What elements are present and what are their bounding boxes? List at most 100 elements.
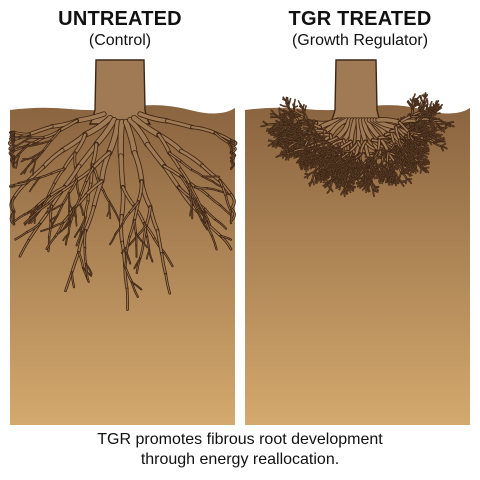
untreated-root-3-branch [24, 213, 36, 224]
treated-root-6-branch-branch [323, 163, 327, 167]
treated-root-6-branch-branch-branch [313, 147, 317, 150]
treated-root-2-branch-branch-branch [304, 105, 307, 110]
treated-root-9-branch-branch [365, 182, 369, 186]
treated-root-4-branch-branch-branch [302, 136, 307, 138]
treated-root-8-branch-branch-branch [332, 149, 336, 152]
treated-root-7-branch-branch [317, 150, 321, 152]
untreated-root-9-branch [214, 132, 230, 144]
untreated-subtitle: (Control) [88, 32, 152, 49]
treated-root-6-branch-branch-branch [317, 134, 320, 139]
untreated-root-2-branch [48, 186, 66, 197]
treated-root-9-branch-branch [374, 186, 379, 188]
treated-root-5-branch-branch [301, 156, 306, 159]
treated-root-8-branch-branch [326, 162, 331, 164]
untreated-root-5 [165, 273, 171, 294]
untreated-root-7 [179, 149, 204, 167]
untreated-root-5-branch [139, 242, 144, 259]
treated-root-1-branch-branch [287, 98, 289, 103]
treated-root-2-branch-branch-branch [290, 112, 294, 116]
untreated-root-7-branch-branch [191, 169, 204, 177]
treated-root-6-branch-branch [310, 155, 313, 160]
untreated-root-1 [41, 149, 64, 169]
treated-root-9-branch-branch [368, 179, 372, 183]
untreated-root-2-branch [26, 223, 40, 233]
treated-root-1-branch-branch [279, 107, 283, 111]
untreated-root-5-branch-branch-branch [141, 240, 148, 248]
untreated-root-2-branch-branch [80, 217, 86, 229]
treated-root-2-branch-branch [275, 128, 280, 130]
treated-trunk [328, 59, 384, 125]
treated-root-4-branch-branch [303, 116, 306, 121]
treated-root-6-branch-branch-branch [315, 141, 320, 143]
untreated-title: UNTREATED [58, 8, 182, 30]
untreated-root-3-branch-branch [85, 263, 92, 274]
untreated-root-7-branch [196, 198, 205, 213]
treated-root-2-branch-branch [285, 113, 289, 116]
treated-root-9-branch-branch [365, 186, 367, 191]
treated-root-5-branch-branch [302, 150, 307, 154]
untreated-root-8-branch-branch-branch [17, 146, 26, 148]
treated-root-7-branch-branch [318, 161, 322, 165]
untreated-roots [7, 111, 238, 311]
untreated-root-7 [230, 193, 235, 210]
untreated-root-4 [119, 214, 124, 244]
treated-root-8-branch-branch [333, 168, 335, 173]
untreated-panel [7, 59, 238, 426]
treated-root-2-branch-branch [284, 116, 288, 120]
treated-header: TGR TREATED (Growth Regulator) [240, 8, 480, 51]
treated-root-7-branch-branch-branch [326, 152, 330, 156]
treated-root-9-branch-branch [368, 187, 370, 192]
treated-root-9-branch [373, 189, 378, 192]
untreated-root-6-branch [205, 222, 213, 237]
untreated-root-7-branch-branch-branch [189, 207, 192, 216]
treated-root-7-branch-branch-branch [326, 141, 330, 145]
untreated-root-1-branch-branch [17, 180, 29, 184]
treated-root-2-branch-branch [286, 125, 291, 128]
untreated-root-5 [156, 230, 163, 255]
treated-root-2-branch-branch [285, 110, 290, 114]
treated-root-6-branch-branch-branch [319, 134, 322, 138]
treated-root-2-branch-branch [287, 103, 289, 108]
treated-root-2-branch [268, 139, 274, 142]
treated-root-5-branch-branch [301, 159, 306, 161]
treated-root-6-branch-branch [321, 175, 324, 180]
untreated-root-3-branch [78, 252, 84, 269]
treated-root-2-branch-branch-branch [291, 117, 295, 121]
treated-root-9-branch-branch [361, 181, 364, 186]
untreated-root-3-branch [47, 191, 62, 205]
untreated-root-8-branch-branch [12, 150, 15, 160]
untreated-root-6-branch [220, 235, 232, 240]
untreated-root-7-branch [230, 209, 232, 224]
untreated-root-5 [132, 150, 144, 184]
untreated-root-8-branch-branch-branch [13, 145, 17, 150]
untreated-root-5-branch-branch [115, 223, 123, 235]
untreated-root-1-branch [11, 197, 15, 212]
untreated-root-4 [119, 154, 125, 190]
treated-roots [260, 92, 455, 198]
untreated-root-9 [138, 112, 169, 123]
untreated-root-3 [84, 205, 95, 232]
treated-root-4-branch-branch-branch [313, 120, 316, 124]
treated-root-4-branch [281, 151, 286, 155]
treated-root-6-branch-branch [317, 173, 321, 178]
untreated-root-3-branch-branch-branch [75, 216, 77, 226]
treated-root-8-branch-branch-branch [331, 151, 336, 155]
treated-root-1-branch-branch [278, 108, 280, 113]
treated-root-5-branch-branch-branch [307, 147, 311, 151]
treated-root-2-branch-branch-branch [302, 104, 305, 109]
untreated-root-5-branch-branch [121, 212, 130, 225]
treated-root-2-branch-branch-branch [297, 109, 301, 113]
treated-root-7-branch-branch [321, 162, 323, 167]
untreated-root-7 [201, 164, 221, 182]
treated-root-6-branch [330, 187, 333, 192]
treated-root-1-branch-branch-branch [292, 104, 295, 109]
untreated-root-7-branch-branch [212, 181, 223, 188]
untreated-root-3-branch [71, 272, 75, 288]
untreated-root-6-branch-branch [207, 188, 219, 191]
untreated-root-3-branch [35, 203, 49, 214]
untreated-root-5-branch [145, 206, 152, 227]
untreated-header: UNTREATED (Control) [0, 8, 240, 51]
untreated-root-5-branch [126, 236, 130, 254]
untreated-root-7-branch [219, 180, 227, 197]
